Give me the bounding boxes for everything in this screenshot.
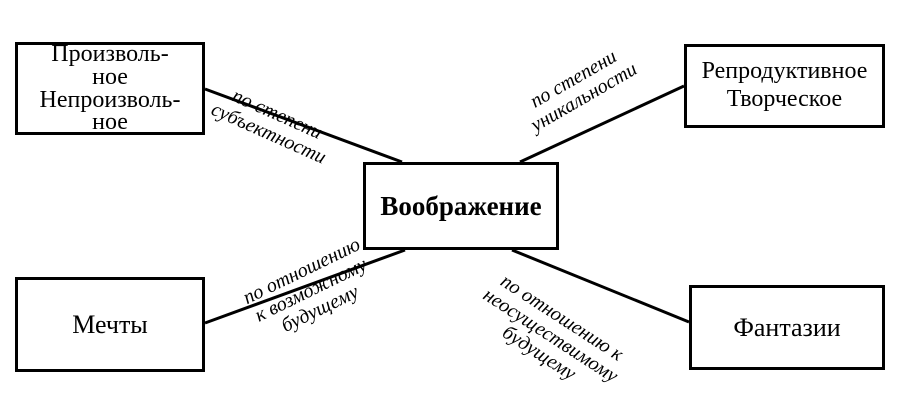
node-text-line: Непроизволь- — [39, 86, 181, 113]
node-text-line: Произволь- — [51, 40, 169, 67]
node-fantasies: Фантазии — [689, 285, 885, 370]
node-imagination-center: Воображение — [363, 162, 559, 250]
node-voluntary-involuntary: Произволь- ное Непроизволь- ное — [15, 42, 205, 135]
node-reproductive-creative: Репродуктивное Творческое — [684, 44, 885, 128]
node-text-line: Творческое — [726, 86, 843, 112]
connector-top-right — [519, 84, 685, 164]
node-text-line: ное — [92, 63, 128, 90]
center-title: Воображение — [380, 190, 542, 221]
node-text-line: ное — [92, 109, 128, 136]
connector-bottom-left — [204, 248, 406, 325]
node-text-line: Фантазии — [733, 312, 841, 342]
node-text-line: Мечты — [72, 309, 148, 339]
node-text-line: Репродуктивное — [701, 58, 868, 85]
node-dreams: Мечты — [15, 277, 205, 372]
connector-top-left — [204, 87, 403, 164]
connector-bottom-right — [511, 248, 690, 324]
